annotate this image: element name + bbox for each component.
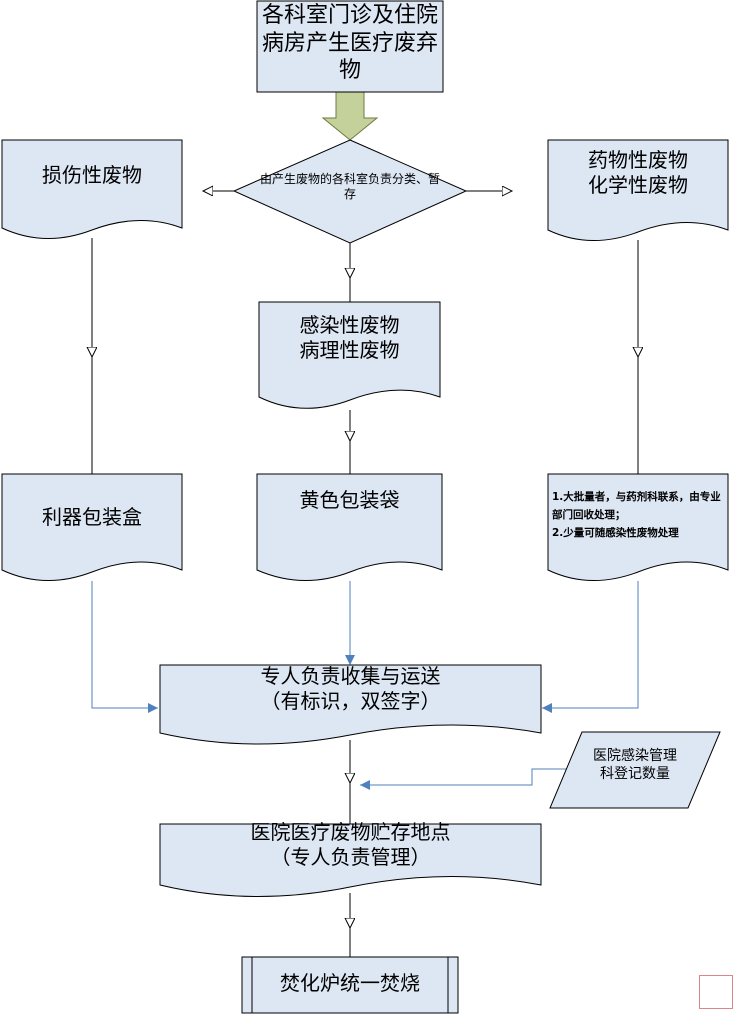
source-label: 各科室门诊及住院病房产生医疗废弃物 bbox=[262, 3, 439, 83]
infect-waste-label: 感染性废物 病理性废物 bbox=[259, 313, 440, 363]
connector-box-to-collect bbox=[91, 581, 158, 713]
decision-diamond bbox=[232, 139, 468, 244]
chem-waste-line-1: 药物性废物 bbox=[588, 148, 688, 172]
collect-line-1: 专人负责收集与运送 bbox=[260, 664, 441, 688]
connector-register-to-storage bbox=[360, 768, 586, 790]
collect-line-2: （有标识，双签字） bbox=[260, 689, 441, 713]
big-down-arrow bbox=[321, 91, 379, 141]
infect-waste-line-1: 感染性废物 bbox=[299, 313, 400, 337]
sharp-waste-doc bbox=[1, 139, 183, 239]
register-parallelogram bbox=[549, 731, 721, 809]
sharp-waste-label: 损伤性废物 bbox=[42, 163, 142, 187]
storage-line-2: （专人负责管理） bbox=[270, 845, 431, 869]
chem-note-line-2: 2.少量可随感染性废物处理 bbox=[552, 526, 679, 539]
decision-label: 由产生废物的各科室负责分类、暂存 bbox=[259, 172, 440, 201]
infect-waste-doc bbox=[258, 301, 441, 409]
collect-doc bbox=[159, 664, 542, 745]
storage-line-1: 医院医疗废物贮存地点 bbox=[250, 820, 451, 844]
source-box bbox=[256, 0, 444, 93]
connectors bbox=[92, 191, 638, 957]
storage-doc bbox=[159, 823, 542, 897]
incinerate-box bbox=[241, 956, 459, 1014]
blue-connectors bbox=[91, 581, 639, 790]
sharps-box-label: 利器包装盒 bbox=[42, 505, 142, 529]
register-label: 医院感染管理 科登记数量 bbox=[566, 748, 704, 783]
seal-stamp-icon bbox=[699, 975, 733, 1009]
yellow-bag-doc bbox=[256, 473, 443, 581]
collect-label: 专人负责收集与运送 （有标识，双签字） bbox=[160, 664, 541, 714]
yellow-bag-label: 黄色包装袋 bbox=[299, 488, 400, 512]
chem-waste-doc bbox=[547, 139, 729, 241]
connector-note-to-collect bbox=[542, 581, 639, 713]
register-line-1: 医院感染管理 bbox=[593, 748, 677, 764]
storage-label: 医院医疗废物贮存地点 （专人负责管理） bbox=[160, 820, 541, 870]
infect-waste-line-2: 病理性废物 bbox=[299, 338, 400, 362]
chem-note-label: 1.大批量者，与药剂科联系，由专业部门回收处理； 2.少量可随感染性废物处理 bbox=[552, 489, 726, 543]
incinerate-label: 焚化炉统一焚烧 bbox=[280, 971, 420, 995]
chem-note-line-1: 1.大批量者，与药剂科联系，由专业部门回收处理； bbox=[552, 491, 721, 521]
chem-note-doc bbox=[547, 473, 729, 581]
chem-waste-label: 药物性废物 化学性废物 bbox=[548, 148, 728, 198]
sharps-box-doc bbox=[1, 473, 183, 581]
chem-waste-line-2: 化学性废物 bbox=[588, 173, 688, 197]
register-line-2: 科登记数量 bbox=[600, 765, 670, 782]
